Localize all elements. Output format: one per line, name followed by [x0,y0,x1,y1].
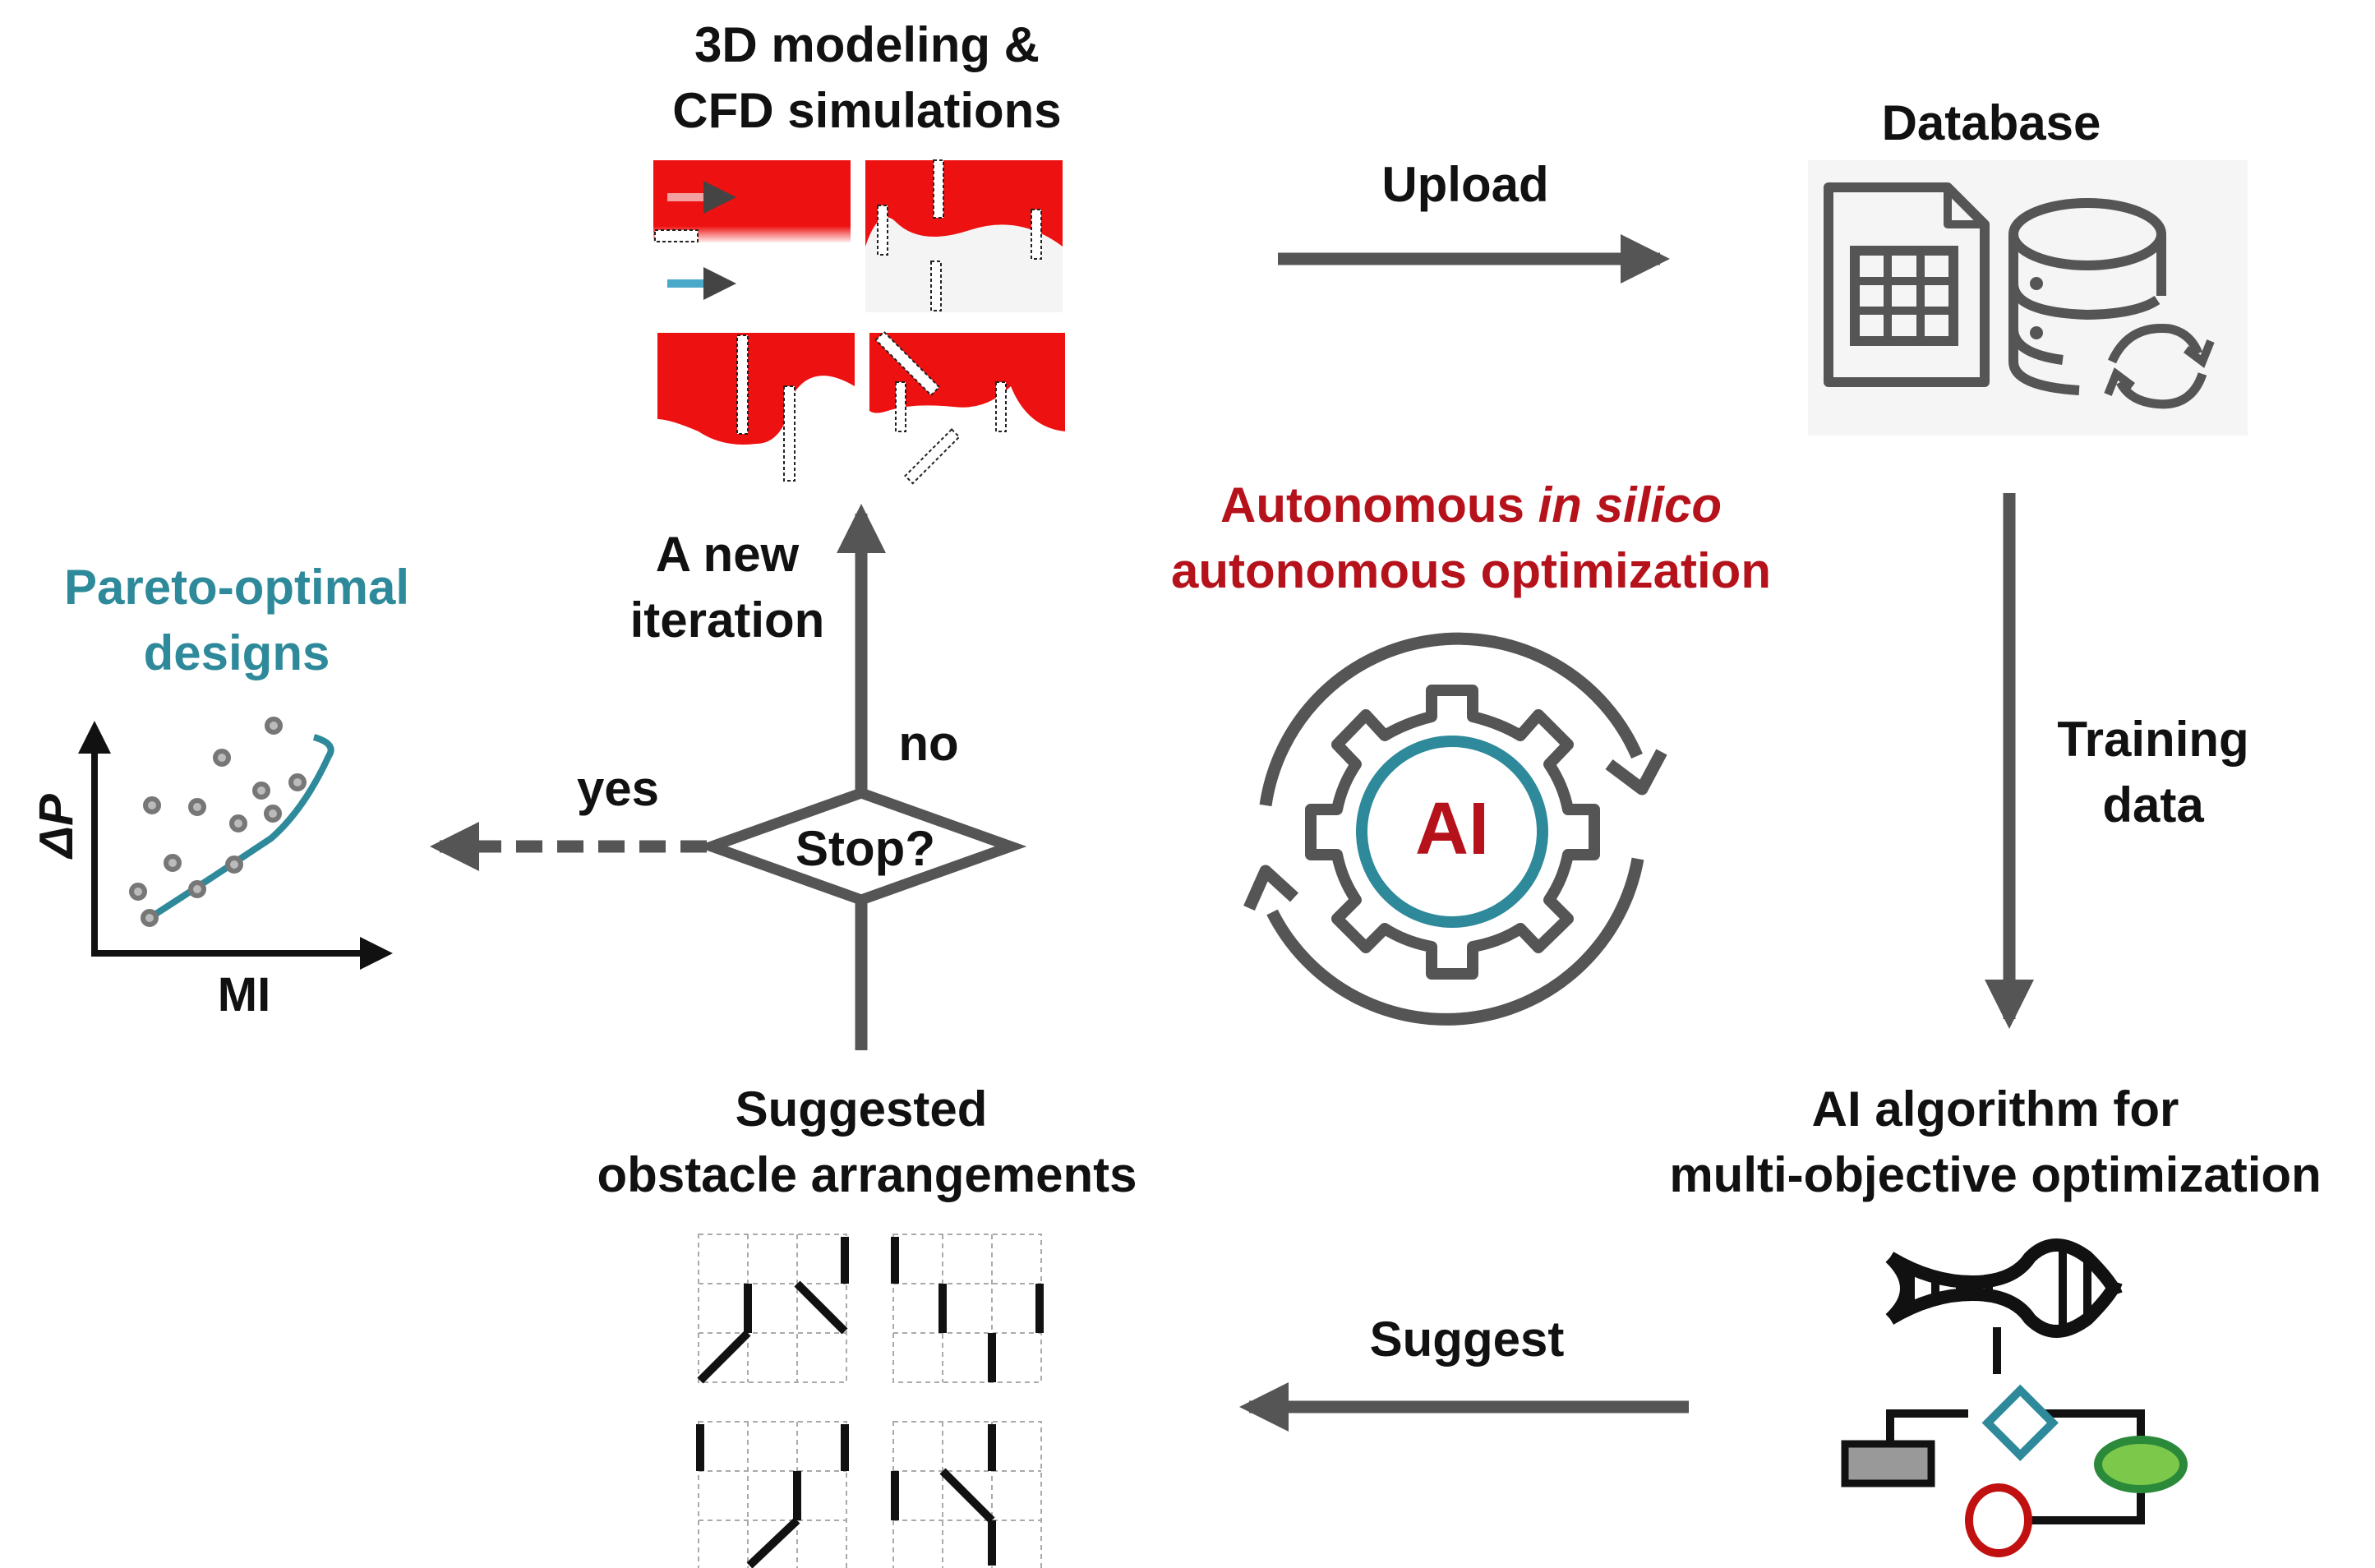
pareto-title-line2: designs [144,625,330,680]
cfd-title-line1: 3D modeling & [694,17,1040,72]
training-label-line2: data [2102,777,2204,832]
center-title-line1: Autonomous in silico [1220,477,1722,533]
pareto-title-line1: Pareto-optimal [64,560,409,615]
pareto-point [141,909,159,927]
cfd-title-line2: CFD simulations [672,83,1061,138]
obstacle-grid-3 [696,1421,849,1568]
new-iteration-label-line1: A new [656,527,800,582]
cfd-panel-1 [653,160,851,325]
ai-algorithm-title-line1: AI algorithm for [1812,1081,2179,1137]
suggest-label: Suggest [1370,1312,1565,1367]
center-title-in-silico: in silico [1538,477,1722,533]
gear-icon [1305,685,1600,980]
cfd-panel-2 [865,159,1063,312]
dna-icon [1885,1238,2123,1338]
obstacle-grid-1 [697,1234,849,1384]
pareto-point [225,855,243,874]
yes-label: yes [577,761,659,816]
pareto-point [188,880,206,898]
ai-badge-ring [1356,736,1548,928]
training-label-line1: Training [2057,712,2248,767]
design-point [213,749,231,767]
design-point [188,798,206,816]
database-title: Database [1882,95,2101,150]
design-point [129,883,147,901]
refresh-icon [2104,324,2215,409]
ai-badge-label: AI [1415,788,1489,870]
pareto-x-label: MI [218,968,270,1022]
ai-algorithm-title-line2: multi-objective optimization [1669,1147,2321,1202]
cfd-panel-4 [869,330,1065,485]
pareto-point [288,773,307,791]
design-point [252,782,270,800]
pareto-plot: ΔP MI [30,717,393,1022]
suggested-title-line2: obstacle arrangements [597,1147,1137,1202]
new-iteration-label-line2: iteration [630,593,825,648]
cfd-panel-3 [653,333,855,485]
cfd-simulation-images [653,159,1065,485]
obstacle-grid-2 [891,1234,1044,1383]
center-title-autonomous: Autonomous [1220,477,1538,533]
flowchart-icon [1841,1327,2188,1557]
suggested-title-line1: Suggested [736,1081,988,1137]
pareto-y-label: ΔP [30,794,83,860]
design-point [164,854,182,872]
spreadsheet-icon [1824,182,1990,387]
design-point [143,796,161,814]
cycle-arrows-icon [1243,632,1667,1026]
center-title-line2: autonomous optimization [1171,543,1771,598]
stop-label: Stop? [796,821,935,876]
design-point [229,814,247,832]
database-icon [2008,198,2166,395]
stop-decision-diamond [695,787,1027,906]
obstacle-grid-4 [891,1421,1042,1568]
upload-label: Upload [1381,157,1548,212]
database-backdrop [1808,160,2248,436]
pareto-point [264,805,282,823]
no-label: no [898,716,958,771]
design-point [265,717,283,735]
